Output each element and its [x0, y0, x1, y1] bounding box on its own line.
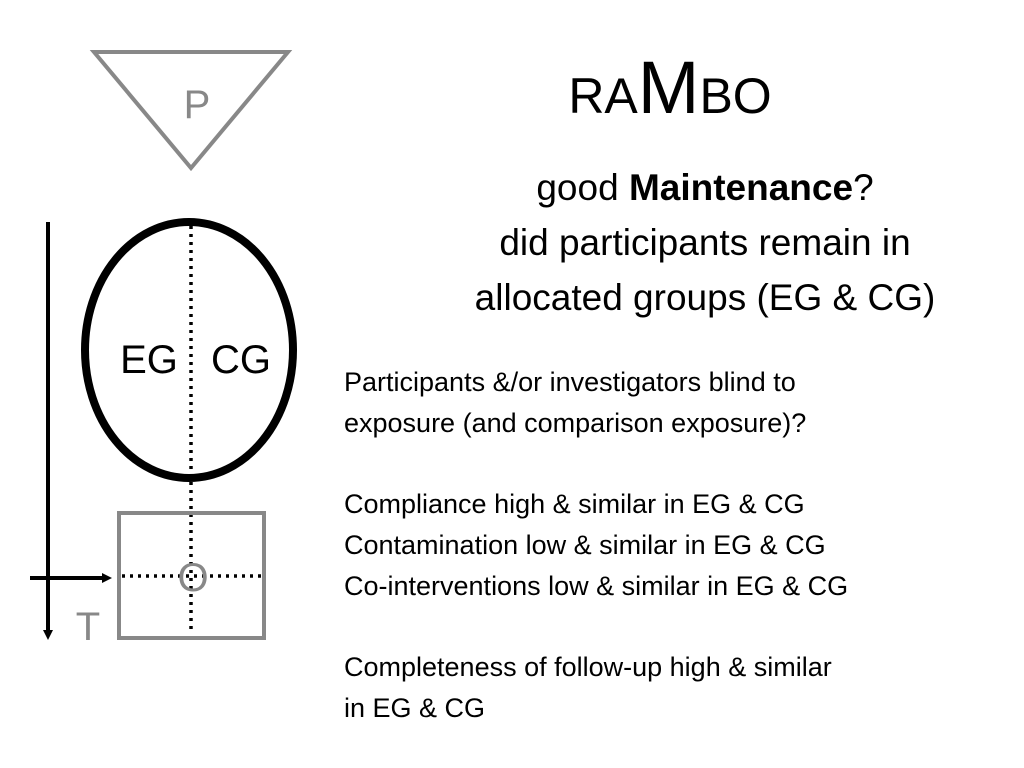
- page-title: RAMBO: [520, 38, 820, 146]
- criteria-list: Participants &/or investigators blind to…: [344, 362, 1014, 768]
- control-group-label: CG: [211, 338, 271, 382]
- title-emphasis: M: [637, 46, 700, 129]
- headline-word-after: ?: [853, 167, 874, 208]
- criterion-line: in EG & CG: [344, 693, 486, 723]
- headline-keyword: Maintenance: [628, 167, 854, 208]
- criterion-line: Contamination low & similar in EG & CG: [344, 530, 826, 560]
- headline-word-before: good: [536, 167, 629, 208]
- maintenance-question: good Maintenance? did participants remai…: [400, 160, 1010, 325]
- outcome-label: O: [177, 556, 208, 600]
- experimental-group-label: EG: [120, 338, 178, 382]
- headline-line-3: allocated groups (EG & CG): [474, 277, 936, 318]
- criterion-line: Compliance high & similar in EG & CG: [344, 489, 805, 519]
- criterion-line: Completeness of follow-up high & similar: [344, 652, 832, 682]
- criterion-line: exposure (and comparison exposure)?: [344, 408, 807, 438]
- headline-line-1: good Maintenance?: [400, 160, 1010, 215]
- criterion-line: Participants &/or investigators blind to: [344, 367, 796, 397]
- title-suffix: BO: [699, 68, 772, 124]
- headline-line-2: did participants remain in: [499, 222, 911, 263]
- population-triangle: [89, 50, 293, 172]
- blinding-criterion: Participants &/or investigators blind to…: [344, 362, 1014, 444]
- population-label: P: [184, 83, 211, 127]
- criterion-line: Co-interventions low & similar in EG & C…: [344, 571, 849, 601]
- time-label: T: [76, 605, 100, 649]
- outcome-box: [117, 511, 266, 640]
- allocation-ellipse: [81, 218, 297, 482]
- title-prefix: RA: [568, 68, 638, 124]
- follow-up-criterion: Completeness of follow-up high & similar…: [344, 647, 1014, 729]
- adherence-criteria: Compliance high & similar in EG & CG Con…: [344, 484, 1014, 607]
